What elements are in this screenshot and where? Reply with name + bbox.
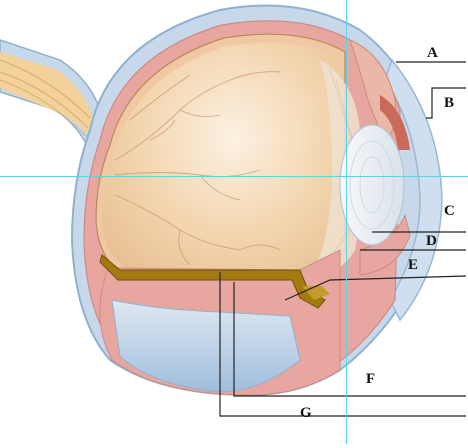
retinal-vessels <box>114 71 281 266</box>
label-e: E <box>408 257 419 273</box>
retina-pigment-band <box>99 254 326 309</box>
iris-upper <box>380 95 410 150</box>
label-d: D <box>426 233 437 249</box>
leader-b <box>426 87 466 119</box>
leader-lines <box>219 61 467 417</box>
label-f: F <box>366 371 376 387</box>
leader-e <box>284 275 467 301</box>
label-c: C <box>444 203 455 219</box>
label-b: B <box>444 95 455 111</box>
leader-f <box>233 282 466 397</box>
vertical-guide-line <box>346 0 347 444</box>
vitreous-body <box>102 42 340 292</box>
label-g: G <box>300 405 312 421</box>
label-a: A <box>427 45 438 61</box>
leader-g <box>219 272 466 417</box>
optic-nerve <box>0 52 100 148</box>
horizontal-guide-line <box>0 176 468 177</box>
cornea <box>384 58 443 322</box>
cutaway-sclera-face <box>111 299 301 393</box>
